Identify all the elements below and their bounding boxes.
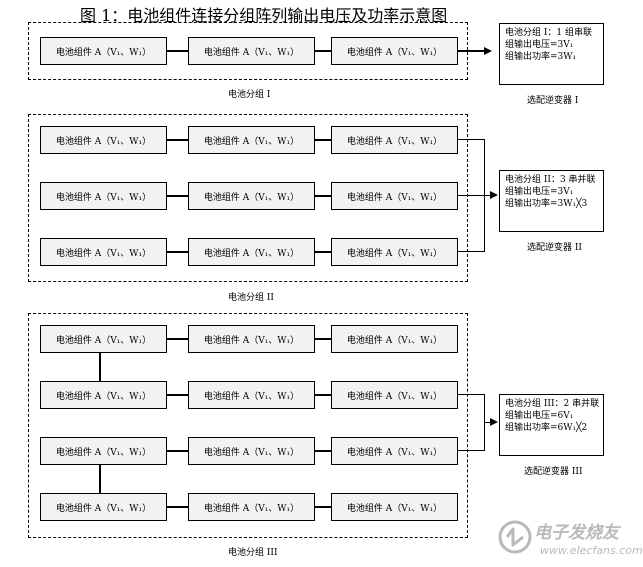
inverter-2-caption: 选配逆变器 II [527,243,582,253]
group-2-caption: 电池分组 II [228,293,274,303]
group-1-info-line: 组输出功率=3W₁ [505,52,577,62]
module-cell: 电池组件 A（V₁、W₁） [188,238,315,266]
series-connector [167,50,188,52]
group-3-info-line: 电池分组 III：2 串并联 [505,399,600,409]
series-connector [315,450,331,452]
series-connector [167,338,188,340]
output-line [458,50,484,52]
module-cell: 电池组件 A（V₁、W₁） [40,325,167,353]
group-2-info-box: 电池分组 II：3 串并联 组输出电压=3V₁ 组输出功率=3W₁╳3 [499,170,604,232]
group-3-box [28,313,468,538]
series-connector [315,394,331,396]
output-line [458,251,484,252]
module-cell: 电池组件 A（V₁、W₁） [40,381,167,409]
module-cell: 电池组件 A（V₁、W₁） [331,437,458,465]
module-cell: 电池组件 A（V₁、W₁） [331,381,458,409]
module-cell: 电池组件 A（V₁、W₁） [40,126,167,154]
series-connector [167,450,188,452]
arrow-icon [484,47,492,55]
module-cell: 电池组件 A（V₁、W₁） [188,493,315,521]
series-connector [315,251,331,253]
watermark-url: www.elecfans.com [540,544,643,557]
output-line [458,139,484,140]
series-connector [315,139,331,141]
inverter-3-caption: 选配逆变器 III [524,467,583,477]
output-line [458,394,484,395]
module-cell: 电池组件 A（V₁、W₁） [188,126,315,154]
elecfans-logo-icon [498,520,532,554]
arrow-icon [490,191,498,199]
series-connector [167,394,188,396]
arrow-icon [490,418,498,426]
group-3-info-box: 电池分组 III：2 串并联 组输出电压=6V₁ 组输出功率=6W₁╳2 [499,394,604,456]
module-cell: 电池组件 A（V₁、W₁） [188,437,315,465]
string-link [99,464,101,493]
series-connector [167,195,188,197]
module-cell: 电池组件 A（V₁、W₁） [40,437,167,465]
module-cell: 电池组件 A（V₁、W₁） [40,238,167,266]
string-link [99,352,101,381]
series-connector [167,139,188,141]
module-cell: 电池组件 A（V₁、W₁） [40,37,167,65]
module-cell: 电池组件 A（V₁、W₁） [188,37,315,65]
series-connector [167,506,188,508]
module-cell: 电池组件 A（V₁、W₁） [331,37,458,65]
module-cell: 电池组件 A（V₁、W₁） [331,493,458,521]
group-3-caption: 电池分组 III [228,548,278,558]
group-1-info-box: 电池分组 I：1 组串联 组输出电压=3V₁ 组输出功率=3W₁ [499,23,604,85]
group-2-info-line: 组输出功率=3W₁╳3 [505,199,588,209]
series-connector [167,251,188,253]
module-cell: 电池组件 A（V₁、W₁） [40,182,167,210]
group-2-box [28,114,468,282]
output-line [484,422,490,423]
series-connector [315,506,331,508]
series-connector [315,50,331,52]
module-cell: 电池组件 A（V₁、W₁） [188,182,315,210]
module-cell: 电池组件 A（V₁、W₁） [331,182,458,210]
module-cell: 电池组件 A（V₁、W₁） [188,325,315,353]
group-2-info-line: 电池分组 II：3 串并联 [505,175,596,185]
figure-title: 图 1：电池组件连接分组阵列输出电压及功率示意图 [80,6,448,25]
module-cell: 电池组件 A（V₁、W₁） [331,325,458,353]
output-line [458,450,484,451]
module-cell: 电池组件 A（V₁、W₁） [331,126,458,154]
group-3-info-line: 组输出电压=6V₁ [505,411,574,421]
module-cell: 电池组件 A（V₁、W₁） [40,493,167,521]
module-cell: 电池组件 A（V₁、W₁） [331,238,458,266]
group-3-info-line: 组输出功率=6W₁╳2 [505,423,588,433]
group-1-info-line: 组输出电压=3V₁ [505,40,574,50]
series-connector [315,338,331,340]
group-1-caption: 电池分组 I [228,90,271,100]
watermark-text: 电子发烧友 [534,523,619,543]
module-cell: 电池组件 A（V₁、W₁） [188,381,315,409]
group-2-info-line: 组输出电压=3V₁ [505,187,574,197]
output-line [458,195,490,196]
group-1-info-line: 电池分组 I：1 组串联 [505,28,593,38]
series-connector [315,195,331,197]
inverter-1-caption: 选配逆变器 I [527,96,579,106]
